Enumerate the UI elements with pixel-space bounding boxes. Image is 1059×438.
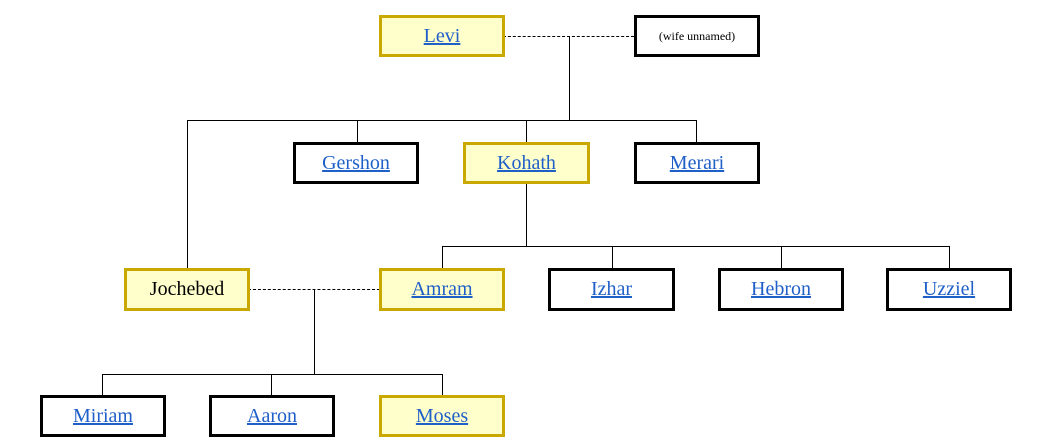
node-aaron: Aaron: [209, 395, 335, 437]
link-miriam[interactable]: Miriam: [73, 404, 133, 427]
node-izhar: Izhar: [548, 268, 675, 311]
connector-to-moses: [442, 374, 443, 396]
link-merari[interactable]: Merari: [669, 151, 725, 174]
link-kohath[interactable]: Kohath: [497, 151, 556, 174]
node-levi: Levi: [379, 15, 505, 57]
connector-to-merari: [696, 120, 697, 143]
connector-to-amram: [442, 246, 443, 269]
link-aaron[interactable]: Aaron: [247, 404, 297, 427]
node-wife-unnamed: (wife unnamed): [634, 15, 760, 57]
connector-kohath-children-bar: [442, 246, 949, 247]
connector-amram-children-bar: [102, 374, 443, 375]
node-amram: Amram: [379, 268, 505, 311]
link-amram[interactable]: Amram: [411, 278, 473, 300]
label-wife-unnamed: (wife unnamed): [658, 28, 736, 43]
connector-kohath-children-down: [526, 183, 527, 246]
connector-to-uzziel: [949, 246, 950, 269]
connector-to-hebron: [781, 246, 782, 269]
link-moses[interactable]: Moses: [415, 404, 469, 427]
link-uzziel[interactable]: Uzziel: [922, 278, 976, 300]
link-hebron[interactable]: Hebron: [751, 278, 811, 300]
connector-to-aaron: [271, 374, 272, 396]
connector-levi-children-bar: [187, 120, 697, 121]
connector-to-miriam: [102, 374, 103, 396]
node-kohath: Kohath: [463, 142, 590, 184]
node-gershon: Gershon: [293, 142, 419, 184]
marriage-line-levi: [503, 36, 634, 37]
node-merari: Merari: [634, 142, 760, 184]
connector-to-izhar: [612, 246, 613, 269]
connector-to-gershon: [357, 120, 358, 143]
node-uzziel: Uzziel: [886, 268, 1012, 311]
link-levi[interactable]: Levi: [423, 24, 461, 47]
connector-to-jochebed: [187, 120, 188, 269]
label-jochebed: Jochebed: [149, 278, 225, 300]
node-miriam: Miriam: [40, 395, 166, 437]
link-gershon[interactable]: Gershon: [322, 151, 390, 174]
connector-to-kohath: [526, 120, 527, 143]
connector-levi-children-down: [569, 36, 570, 120]
node-jochebed: Jochebed: [124, 268, 250, 311]
connector-amram-children-down: [314, 289, 315, 374]
node-hebron: Hebron: [718, 268, 844, 311]
node-moses: Moses: [379, 395, 505, 437]
link-izhar[interactable]: Izhar: [590, 278, 633, 300]
